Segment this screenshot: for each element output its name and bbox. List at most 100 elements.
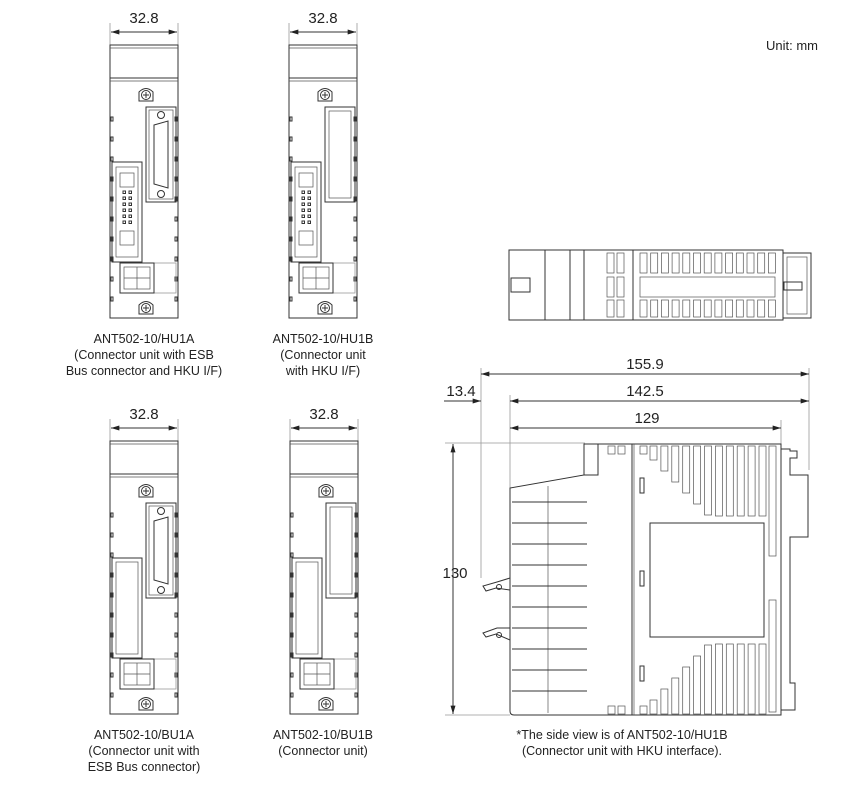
vent-slot [660, 688, 669, 715]
module-top-cap [289, 440, 359, 475]
slot-inner [328, 110, 352, 199]
slot-frame [291, 557, 323, 659]
pin [122, 202, 126, 206]
model-description: (Connector unit) [278, 744, 368, 758]
rj-housing [298, 262, 334, 294]
model-description: (Connector unit [280, 348, 366, 362]
vent-slot [649, 699, 658, 715]
width-dimension: 32.8 [129, 406, 158, 423]
esb-bus-connector [145, 502, 177, 599]
pin [301, 208, 305, 212]
vent-slot [693, 445, 701, 505]
screw-icon [138, 88, 154, 102]
model-label: ANT502-10/BU1A [94, 728, 195, 742]
vent-slot [725, 299, 733, 318]
edge-notch [290, 532, 294, 538]
screw-icon [138, 484, 154, 498]
rj-housing [299, 658, 335, 690]
pin [122, 208, 126, 212]
rj-housing [119, 262, 155, 294]
connector-frame [145, 106, 177, 203]
screw-icon [318, 697, 334, 711]
vent-slot [682, 299, 691, 318]
pin [128, 202, 132, 206]
top-front-cap [508, 249, 546, 321]
esb-bus-connector [145, 106, 177, 203]
slot-frame [324, 106, 356, 203]
vent-slot [703, 252, 712, 274]
blank-slot [291, 557, 323, 659]
pin [128, 220, 132, 224]
edge-notch [289, 276, 293, 282]
vent-slot [606, 252, 615, 274]
slot-inner [295, 561, 319, 655]
vent-slot [693, 252, 701, 274]
latch [298, 230, 314, 246]
latch [119, 172, 135, 188]
vent-slot [725, 643, 734, 715]
vent-slot [757, 252, 766, 274]
screw-icon [138, 697, 154, 711]
side-view [444, 368, 810, 716]
module-top-cap [288, 44, 358, 79]
front-views [109, 23, 359, 715]
vent-slot [682, 252, 691, 274]
slot-frame [325, 502, 357, 599]
rj-housing [119, 658, 155, 690]
vent-slot [747, 643, 756, 715]
edge-notch [289, 116, 293, 122]
connector-screw [157, 111, 165, 119]
slot-frame [111, 557, 143, 659]
connector-screw [157, 190, 165, 198]
pin [307, 214, 311, 218]
edge-notch [174, 296, 178, 302]
edge-notch [110, 552, 114, 558]
vent-slot [650, 252, 659, 274]
vent-slot [746, 299, 755, 318]
edge-notch [110, 116, 114, 122]
edge-notch [289, 136, 293, 142]
connector-frame [111, 161, 143, 263]
connector-screw [157, 586, 165, 594]
side-body [509, 443, 782, 716]
connector-unit-front-view [289, 419, 359, 715]
vent-slot [671, 299, 680, 318]
connector-unit-front-view [288, 23, 358, 319]
label-window [649, 522, 765, 638]
vent-slot [768, 599, 777, 713]
model-label: ANT502-10/HU1B [273, 332, 374, 346]
pin [307, 208, 311, 212]
vent-slot [606, 299, 615, 318]
edge-notch [110, 532, 114, 538]
vent-slot [682, 445, 691, 494]
model-description: (Connector unit with ESB [74, 348, 214, 362]
pin [128, 190, 132, 194]
vent-slot [715, 643, 723, 715]
slot-inner [115, 561, 139, 655]
connector-frame [290, 161, 322, 263]
edge-notch [289, 296, 293, 302]
model-description: ESB Bus connector) [88, 760, 201, 774]
pin [128, 196, 132, 200]
edge-notch [110, 296, 114, 302]
width-dimension: 32.8 [309, 406, 338, 423]
pin [128, 208, 132, 212]
module-top-cap [109, 44, 179, 79]
vent-slot [768, 445, 777, 557]
width-dimension: 32.8 [129, 10, 158, 27]
edge-notch [174, 652, 178, 658]
clip-pin [496, 632, 502, 638]
vent-slot [661, 299, 669, 318]
hku-connector [290, 161, 322, 263]
rj-connector [119, 658, 177, 690]
vent-slot [725, 252, 733, 274]
din-clip [482, 577, 511, 592]
model-label: ANT502-10/HU1A [94, 332, 195, 346]
blank-slot [324, 106, 356, 203]
connector-frame-inner [294, 166, 318, 258]
vent-slot [616, 299, 625, 318]
edge-notch [290, 552, 294, 558]
vent-slot [768, 299, 776, 318]
dsub-shell [153, 516, 169, 585]
vent-slot [714, 252, 723, 274]
